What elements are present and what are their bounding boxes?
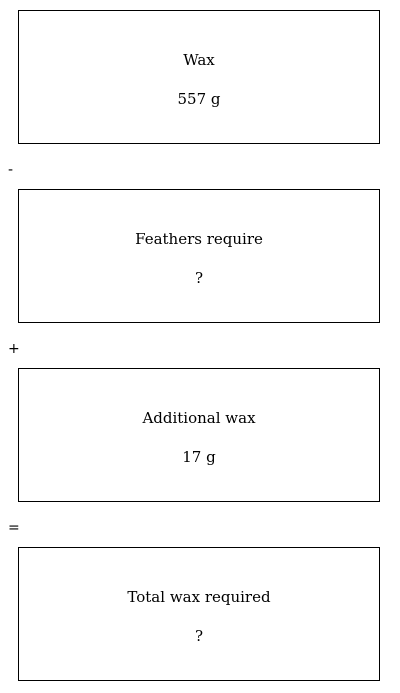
total-wax-required-box: Total wax required ? <box>18 547 380 681</box>
equals-operator: = <box>8 520 20 536</box>
wax-label: Wax <box>183 51 215 69</box>
wax-value: 557 g <box>177 90 221 108</box>
feathers-require-box: Feathers require ? <box>18 189 380 323</box>
feathers-require-value: ? <box>194 269 204 287</box>
total-wax-required-label: Total wax required <box>127 588 271 606</box>
wax-box: Wax 557 g <box>18 10 380 144</box>
additional-wax-label: Additional wax <box>142 409 256 427</box>
feathers-require-label: Feathers require <box>135 230 263 248</box>
total-wax-required-value: ? <box>194 627 204 645</box>
plus-operator: + <box>8 341 20 357</box>
additional-wax-box: Additional wax 17 g <box>18 368 380 502</box>
minus-operator: - <box>8 162 14 178</box>
additional-wax-value: 17 g <box>182 448 216 466</box>
